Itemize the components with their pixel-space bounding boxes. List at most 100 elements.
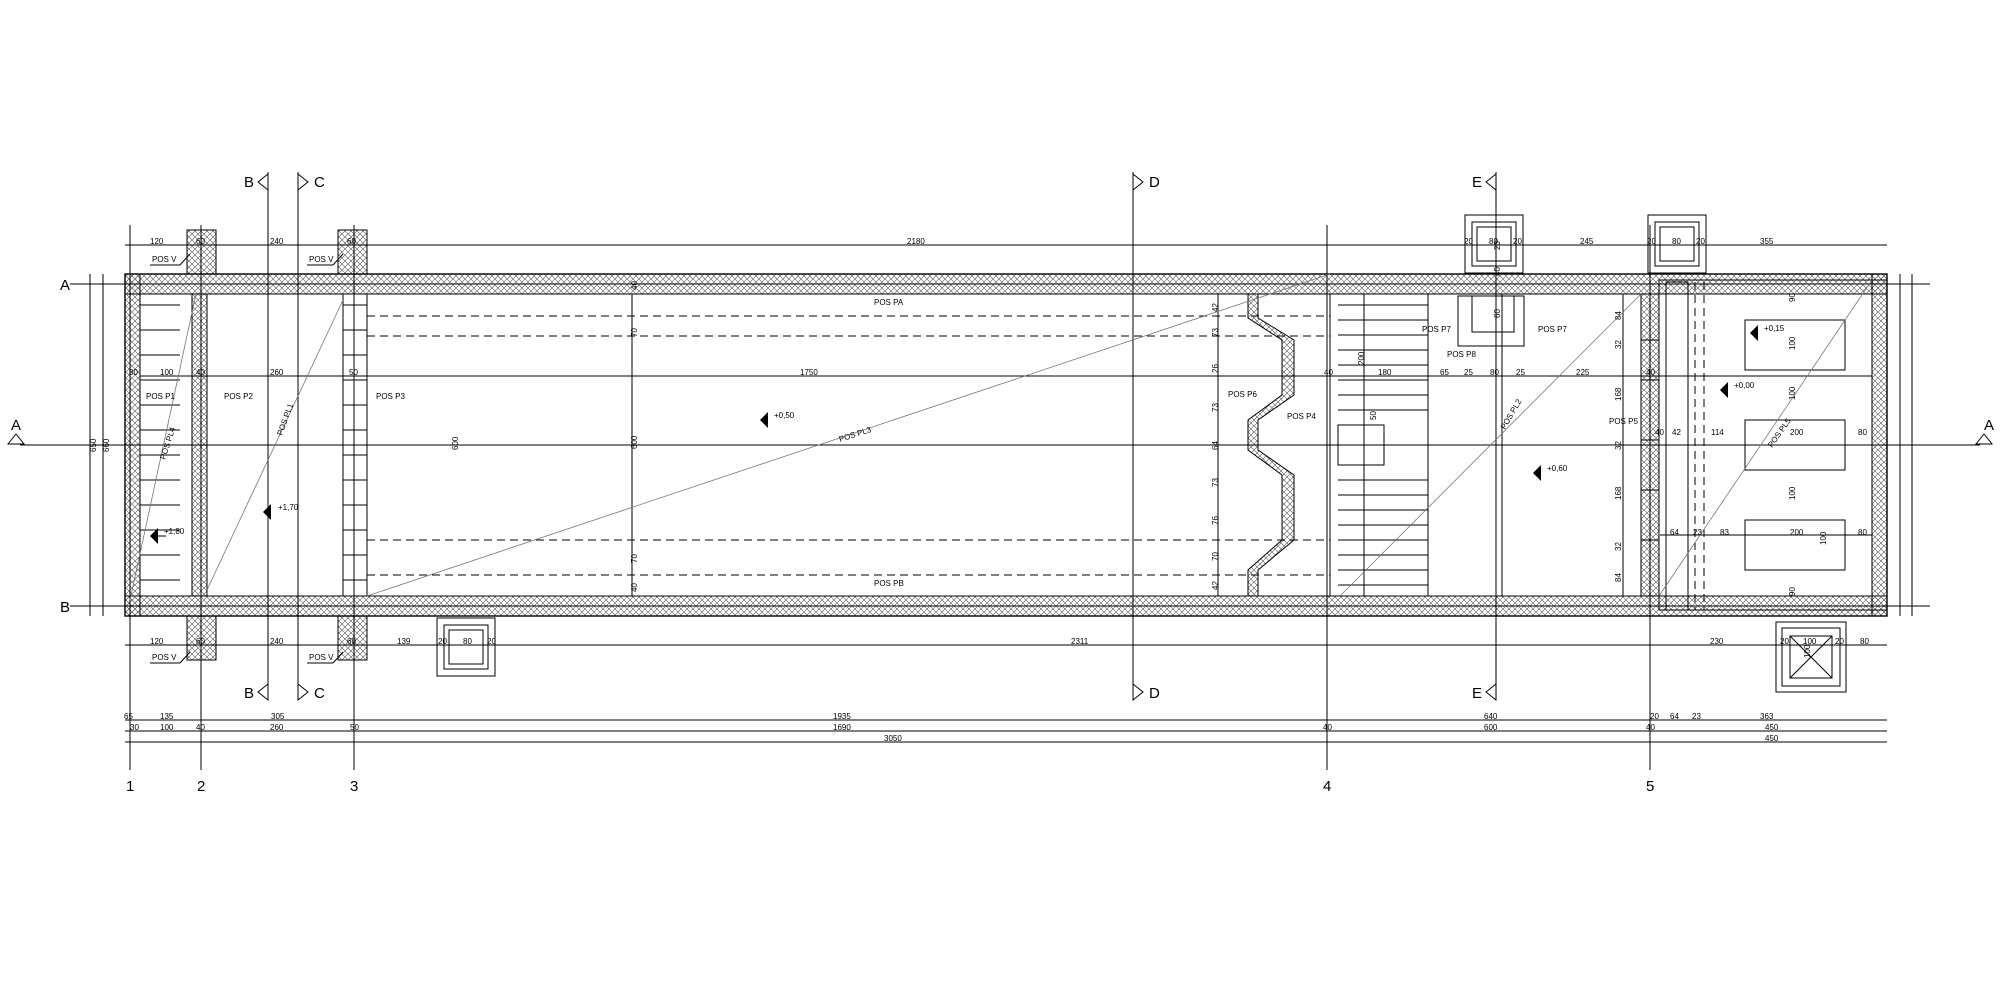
svg-text:80: 80 [1858, 528, 1867, 537]
section-c-bottom: C [314, 685, 325, 702]
section-e-bottom: E [1472, 685, 1482, 702]
svg-text:64: 64 [1211, 441, 1220, 450]
svg-text:84: 84 [1614, 311, 1623, 320]
svg-text:23: 23 [1693, 528, 1702, 537]
svg-text:20: 20 [1780, 637, 1789, 646]
dimension-lines [89, 244, 1913, 743]
svg-text:120: 120 [150, 637, 164, 646]
svg-text:20: 20 [1647, 237, 1656, 246]
svg-text:90: 90 [1788, 587, 1797, 596]
svg-text:100: 100 [160, 368, 174, 377]
level-180: +1,80 [164, 527, 185, 536]
tag-pos-p7-b: POS P7 [1538, 325, 1567, 334]
svg-text:73: 73 [1211, 403, 1220, 412]
axis-labels: 1 2 3 4 5 [126, 778, 1654, 795]
tag-pos-p3: POS P3 [376, 392, 405, 401]
level-mark-icon [150, 528, 166, 544]
svg-text:50: 50 [350, 723, 359, 732]
level-mark-icon [760, 412, 768, 428]
svg-text:2180: 2180 [907, 237, 925, 246]
section-e-top: E [1472, 174, 1482, 191]
tag-pos-p8: POS P8 [1447, 350, 1476, 359]
bottom-dimensions: 120 60 240 60 139 20 80 20 2311 230 20 1… [150, 637, 1869, 646]
svg-text:200: 200 [1790, 428, 1804, 437]
row-b-label: B [60, 599, 70, 616]
manholes [436, 214, 1847, 693]
row-a-label: A [60, 277, 70, 294]
pillar-3-top [337, 229, 368, 275]
svg-text:600: 600 [630, 435, 639, 449]
svg-text:100: 100 [1788, 486, 1797, 500]
svg-text:20: 20 [1493, 241, 1502, 250]
svg-text:26: 26 [1211, 364, 1220, 373]
svg-text:450: 450 [1765, 734, 1779, 743]
tag-pos-v-2: POS V [309, 255, 334, 264]
svg-text:355: 355 [1760, 237, 1774, 246]
section-d-bottom: D [1149, 685, 1160, 702]
svg-text:90: 90 [1788, 293, 1797, 302]
svg-text:100: 100 [160, 723, 174, 732]
svg-text:260: 260 [270, 368, 284, 377]
level-060: +0,60 [1547, 464, 1568, 473]
svg-text:73: 73 [1211, 478, 1220, 487]
svg-text:83: 83 [1720, 528, 1729, 537]
svg-text:200: 200 [1357, 351, 1366, 365]
grid-lines [20, 172, 1980, 770]
svg-text:260: 260 [270, 723, 284, 732]
tag-pos-pl3: POS PL3 [838, 425, 873, 444]
tag-pos-p6: POS P6 [1228, 390, 1257, 399]
svg-text:100: 100 [1788, 386, 1797, 400]
axis-4: 4 [1323, 778, 1331, 795]
level-015: +0,15 [1764, 324, 1785, 333]
svg-text:180: 180 [1378, 368, 1392, 377]
level-000: +0,00 [1734, 381, 1755, 390]
axis-2: 2 [197, 778, 205, 795]
tag-pos-pl2: POS PL2 [1499, 397, 1524, 431]
svg-text:70: 70 [630, 554, 639, 563]
svg-text:40: 40 [1323, 723, 1332, 732]
svg-text:60: 60 [347, 237, 356, 246]
axis-5: 5 [1646, 778, 1654, 795]
tag-pos-v-1: POS V [152, 255, 177, 264]
svg-text:240: 240 [270, 237, 284, 246]
svg-text:25: 25 [1516, 368, 1525, 377]
svg-text:50: 50 [349, 368, 358, 377]
section-a-left: A [11, 417, 21, 434]
svg-text:40: 40 [1646, 723, 1655, 732]
svg-text:450: 450 [1765, 723, 1779, 732]
svg-text:600: 600 [451, 436, 460, 450]
svg-text:80: 80 [463, 637, 472, 646]
svg-text:20: 20 [438, 637, 447, 646]
svg-text:650: 650 [89, 438, 98, 452]
svg-text:120: 120 [150, 237, 164, 246]
svg-text:80: 80 [1860, 637, 1869, 646]
section-b-top: B [244, 174, 254, 191]
mid-dimensions: 30 100 40 260 50 1750 40 180 65 25 80 25… [129, 368, 1867, 537]
tag-pos-pa: POS PA [874, 298, 904, 307]
svg-text:230: 230 [1710, 637, 1724, 646]
svg-text:20: 20 [1835, 637, 1844, 646]
svg-text:40: 40 [1493, 267, 1502, 276]
top-dimensions: 120 60 240 60 2180 20 80 20 245 20 80 20… [150, 237, 1774, 246]
svg-text:76: 76 [1211, 516, 1220, 525]
chain-dimensions: 65 135 305 1935 640 20 64 23 363 30 100 … [124, 712, 1779, 743]
svg-text:40: 40 [196, 723, 205, 732]
svg-text:60: 60 [347, 637, 356, 646]
section-c-top: C [314, 174, 325, 191]
svg-text:40: 40 [1646, 368, 1655, 377]
svg-text:32: 32 [1614, 340, 1623, 349]
svg-text:168: 168 [1614, 387, 1623, 401]
svg-text:60: 60 [196, 637, 205, 646]
tag-pos-pb: POS PB [874, 579, 904, 588]
tag-pos-v-4: POS V [309, 653, 334, 662]
svg-text:25: 25 [1464, 368, 1473, 377]
section-markers: B C D E B C D E A A A B [6, 172, 1994, 702]
slope-lines [129, 273, 1873, 601]
svg-text:32: 32 [1614, 542, 1623, 551]
tag-pos-v-3: POS V [152, 653, 177, 662]
svg-text:20: 20 [1513, 237, 1522, 246]
svg-text:20: 20 [1650, 712, 1659, 721]
svg-text:64: 64 [1670, 528, 1679, 537]
svg-text:70: 70 [630, 328, 639, 337]
